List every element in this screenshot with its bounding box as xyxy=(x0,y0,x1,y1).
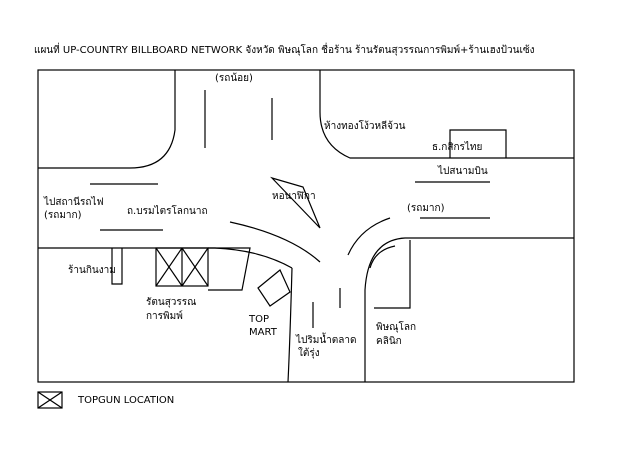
block-bottom-right xyxy=(364,237,574,382)
label-hang-thong: ห้างทองโง้วหลีจ้วน xyxy=(324,119,406,132)
curve-road-left xyxy=(229,221,321,263)
map-frame xyxy=(37,69,575,383)
label-pai-sanambin: ไปสนามบิน xyxy=(437,165,488,177)
curve-road-right xyxy=(347,217,391,256)
label-rot-mak: (รถมาก) xyxy=(407,203,445,214)
label-topmart-1: TOP xyxy=(248,314,269,325)
label-pai-sathani-2: (รถมาก) xyxy=(44,210,82,221)
map-title: แผนที่ UP-COUNTRY BILLBOARD NETWORK จังห… xyxy=(34,42,535,56)
block-bottom-left-side xyxy=(287,267,293,383)
block-top-left xyxy=(38,70,176,169)
label-topmart-2: MART xyxy=(249,327,278,338)
label-rot-noi: (รถน้อย) xyxy=(215,72,253,84)
label-rattana-2: การพิมพ์ xyxy=(146,310,183,322)
label-phitsanulok-1: พิษณุโลก xyxy=(376,320,416,333)
label-rattana-1: รัตนสุวรรณ xyxy=(146,297,196,308)
block-top-right xyxy=(319,70,574,159)
clock-tower-shape xyxy=(270,176,321,229)
label-ran-kinngam: ร้านกินงาม xyxy=(68,264,116,276)
legend-label: TOPGUN LOCATION xyxy=(77,395,174,406)
top-mart-building xyxy=(257,269,291,307)
label-pai-rim-2: ใต้รุ่ง xyxy=(298,347,320,359)
label-pai-rim-1: ไปริมน้ำตลาด xyxy=(295,332,357,346)
kasikorn-bank-building xyxy=(449,129,507,158)
ran-kin-ngam-building xyxy=(111,248,123,285)
phitsanulok-clinic-building xyxy=(374,240,411,309)
road-outlines xyxy=(37,69,575,409)
crossed-box-icon xyxy=(37,391,63,409)
label-phitsanulok-2: คลินิก xyxy=(376,336,402,347)
label-kasikorn: ธ.กสิกรไทย xyxy=(432,141,482,153)
label-road-boromtrai: ถ.บรมไตรโลกนาถ xyxy=(127,204,208,217)
curve-road-bottom-right xyxy=(369,245,396,269)
label-pai-sathani-1: ไปสถานีรถไฟ xyxy=(43,196,104,208)
adjacent-building xyxy=(208,247,251,291)
label-ho-nalika: หอนาฬิกา xyxy=(272,190,316,202)
